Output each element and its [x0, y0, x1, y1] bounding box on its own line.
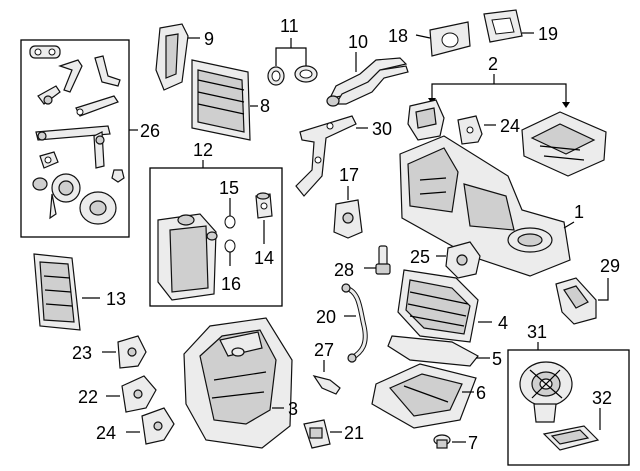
callout-5: 5	[492, 349, 502, 369]
part-9-bracket	[155, 23, 189, 91]
callout-6: 6	[476, 383, 486, 403]
group-box-31	[507, 349, 630, 466]
part-24-actuator-lower	[141, 407, 175, 445]
callout-2: 2	[488, 54, 498, 74]
part-24-actuator-upper	[457, 115, 483, 145]
part-6-tray	[371, 363, 477, 429]
callout-8: 8	[260, 96, 270, 116]
callout-31: 31	[527, 322, 547, 342]
callout-25: 25	[410, 247, 430, 267]
part-26-linkage-kit	[29, 45, 125, 225]
part-20-hose	[341, 283, 368, 363]
callout-32: 32	[592, 388, 612, 408]
callout-10: 10	[348, 32, 368, 52]
part-30-bracket	[295, 115, 357, 197]
part-22-actuator	[121, 375, 157, 413]
part-11-o-rings	[267, 65, 318, 86]
part-7-plug	[433, 434, 451, 449]
callout-29: 29	[600, 256, 620, 276]
callout-9: 9	[204, 29, 214, 49]
callout-18: 18	[388, 26, 408, 46]
callout-12: 12	[193, 140, 213, 160]
callout-11: 11	[280, 16, 299, 36]
callout-27: 27	[314, 340, 334, 360]
callout-4: 4	[498, 313, 508, 333]
part-29-duct	[555, 277, 597, 325]
callout-24-upper: 24	[500, 116, 520, 136]
part-1-hvac-housing	[399, 135, 571, 277]
callout-3: 3	[288, 399, 298, 419]
callout-14: 14	[254, 248, 274, 268]
part-13-cabin-filter	[33, 253, 81, 331]
part-18-seal	[429, 21, 471, 57]
part-28-sensor	[375, 245, 391, 275]
callout-15: 15	[219, 178, 239, 198]
part-4-core	[397, 269, 479, 343]
callout-24-lower: 24	[96, 423, 116, 443]
part-31-blower-motor	[519, 361, 573, 423]
callout-19: 19	[538, 24, 558, 44]
callout-21: 21	[344, 423, 364, 443]
callout-1: 1	[574, 202, 584, 222]
callout-28: 28	[334, 260, 354, 280]
part-10-heater-pipe	[326, 57, 409, 107]
callout-17: 17	[339, 165, 359, 185]
part-19-seal	[483, 9, 523, 43]
part-17-actuator	[333, 199, 363, 239]
part-32-blower-resistor	[542, 425, 600, 451]
part-2-actuator-small	[407, 99, 445, 141]
callout-16: 16	[221, 274, 241, 294]
part-12-evaporator	[157, 213, 218, 301]
callout-7: 7	[468, 433, 478, 453]
part-21-module	[303, 419, 331, 449]
part-5-seal-strip	[387, 335, 479, 367]
group-box-12	[149, 167, 283, 307]
callout-20: 20	[316, 307, 336, 327]
callout-30: 30	[372, 119, 392, 139]
part-25-actuator	[445, 241, 481, 279]
callout-23: 23	[72, 343, 92, 363]
part-16-o-ring	[224, 239, 236, 253]
part-3-housing	[183, 317, 293, 449]
callout-22: 22	[78, 387, 98, 407]
part-27-sensor	[312, 375, 341, 395]
part-23-actuator	[117, 335, 147, 369]
part-15-o-ring	[224, 215, 236, 229]
part-2-cover	[521, 111, 607, 177]
part-14-expansion-valve	[255, 192, 273, 219]
group-box-26	[20, 39, 130, 238]
part-8-heater-core	[191, 59, 251, 141]
callout-13: 13	[106, 289, 126, 309]
callout-26: 26	[140, 121, 160, 141]
